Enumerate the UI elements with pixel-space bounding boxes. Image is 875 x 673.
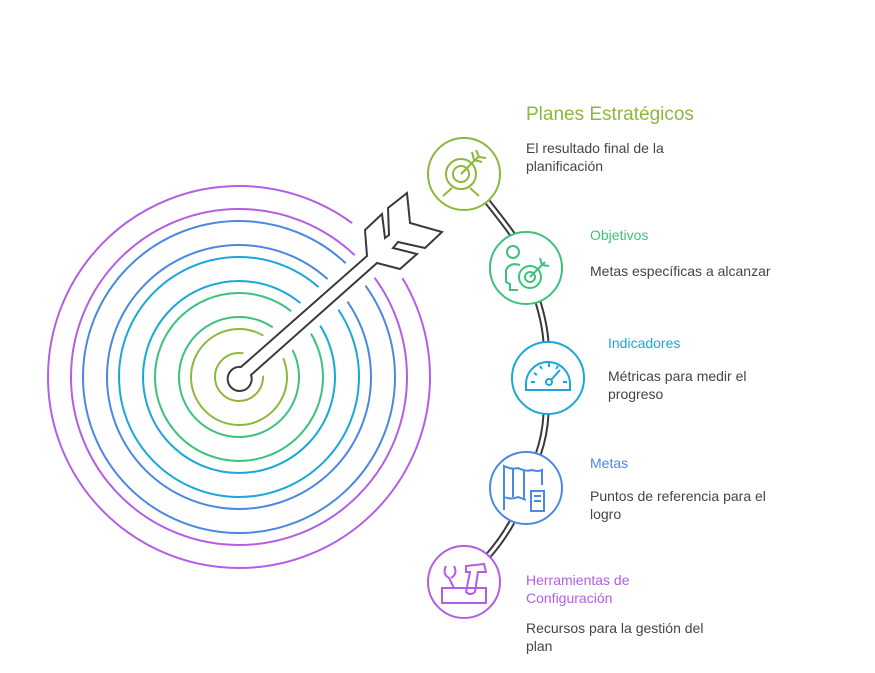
title-objetivos: Objetivos [590, 227, 649, 243]
desc-metas: Puntos de referencia para el logro [590, 488, 766, 522]
gauge-icon [511, 341, 585, 415]
ring-lime-outer [190, 328, 288, 426]
title-planes-estrategicos: Planes Estratégicos [526, 104, 694, 125]
flag-map-icon [489, 451, 563, 525]
target-rings [47, 185, 431, 569]
ring-blue-inner [106, 244, 372, 510]
ring-purple-inner [70, 208, 408, 546]
desc-herramientas: Recursos para la gestión del plan [526, 620, 704, 654]
title-herramientas: Herramientas de Configuración [526, 572, 630, 606]
ring-green-inner [178, 316, 300, 438]
ring-blue-outer [82, 220, 396, 534]
target-arrow-icon [427, 137, 501, 211]
desc-indicadores: Métricas para medir el progreso [608, 368, 747, 402]
arrow-icon [226, 191, 444, 392]
ring-lime-inner [214, 352, 264, 402]
ring-cyan-inner [142, 280, 336, 474]
title-metas: Metas [590, 455, 629, 471]
connectors [483, 197, 550, 559]
desc-objetivos: Metas específicas a alcanzar [590, 263, 771, 279]
ring-green-outer [154, 292, 324, 462]
ring-cyan-outer [118, 256, 360, 498]
toolbox-icon [427, 545, 501, 619]
title-indicadores: Indicadores [608, 335, 681, 351]
desc-planes-estrategicos: El resultado final de la planificación [526, 140, 664, 174]
person-target-icon [489, 231, 563, 305]
ring-purple-outer [47, 185, 431, 569]
